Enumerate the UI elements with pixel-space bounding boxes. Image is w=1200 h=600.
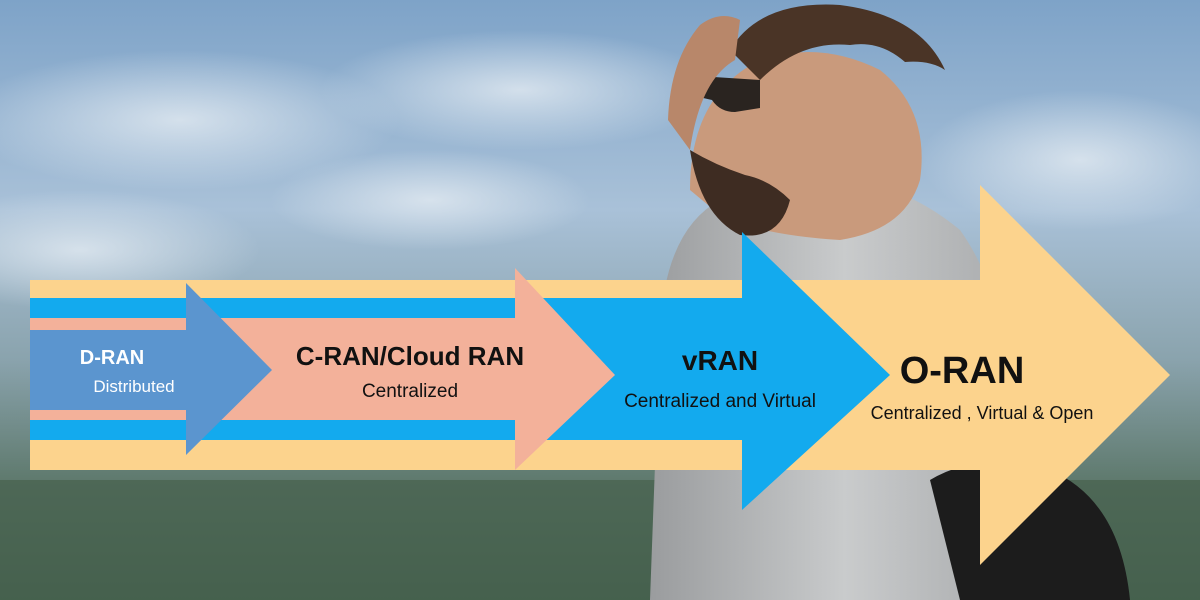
- vran-subtitle: Centralized and Virtual: [624, 391, 816, 412]
- d-ran-title: D-RAN: [80, 347, 144, 369]
- d-ran-subtitle: Distributed: [93, 377, 174, 396]
- vran-title: vRAN: [682, 345, 758, 376]
- o-ran-title: O-RAN: [900, 350, 1025, 392]
- o-ran-subtitle: Centralized , Virtual & Open: [871, 403, 1094, 423]
- c-ran-arrow: [30, 268, 615, 470]
- c-ran-subtitle: Centralized: [362, 381, 458, 402]
- d-ran-arrow: [30, 283, 272, 455]
- c-ran-title: C-RAN/Cloud RAN: [296, 341, 524, 371]
